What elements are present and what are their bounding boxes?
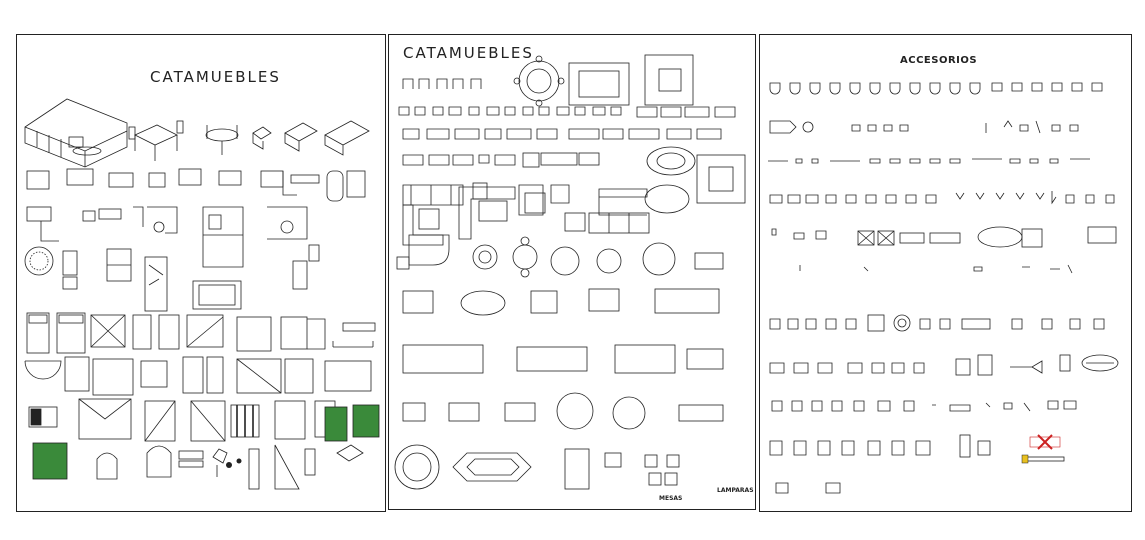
furniture-drawing-1 [24, 98, 380, 490]
label-mesas: MESAS [659, 495, 683, 502]
catalog-sheet-accesorios: ACCESORIOS [759, 34, 1132, 512]
sheet-title: CATAMUEBLES [150, 68, 281, 86]
furniture-drawing-2 [394, 54, 746, 490]
sheet-title: ACCESORIOS [900, 55, 978, 66]
sheet-title: CATAMUEBLES [403, 44, 534, 62]
accessories-drawing [768, 82, 1119, 494]
catalog-sheet-muebles-2: CATAMUEBLES [388, 34, 756, 510]
catalog-sheet-muebles-1: CATAMUEBLES [16, 34, 386, 512]
label-lamparas: LAMPARAS [717, 487, 754, 494]
